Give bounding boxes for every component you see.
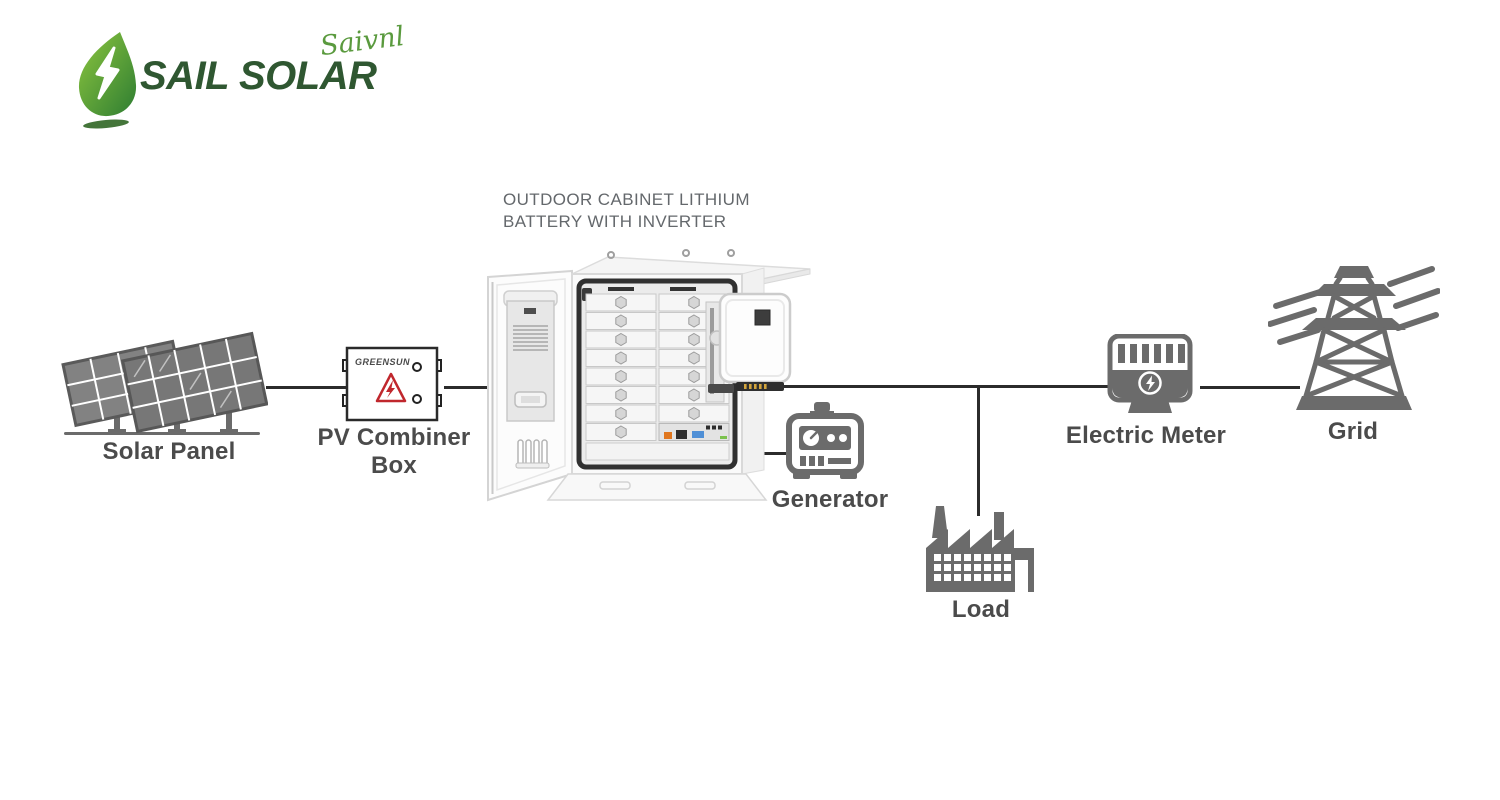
electric-meter-icon: [1107, 333, 1193, 413]
lightning-bolt-icon: [1146, 375, 1155, 391]
lightning-bolt-icon: [386, 380, 395, 398]
logo-script-text: Saivnl: [318, 20, 407, 63]
line-meter-to-grid: [1200, 386, 1300, 389]
grid-tower-icon: [1267, 266, 1441, 410]
line-inverter-to-meter: [770, 385, 1112, 388]
logo-brand-text: SAIL SOLAR: [140, 54, 377, 98]
battery-control-module: [658, 423, 730, 441]
ac-vent-slats: [513, 325, 548, 351]
grid-label: Grid: [1327, 418, 1379, 445]
electric-meter-label: Electric Meter: [1065, 422, 1227, 449]
pv-combiner-label: PV Combiner Box: [317, 424, 471, 479]
load-label: Load: [951, 596, 1011, 623]
solar-panel-icon: [61, 331, 269, 435]
generator-label: Generator: [771, 486, 889, 513]
line-solar-to-combiner: [266, 386, 347, 389]
battery-cabinet-icon: [487, 249, 811, 502]
power-lines: [1267, 266, 1441, 345]
logo: SAIL SOLAR Saivnl: [0, 0, 430, 130]
door-grille: [515, 439, 550, 469]
node-pv-combiner: GREENSUN: [342, 346, 442, 431]
pv-combiner-box-icon: GREENSUN: [342, 346, 442, 422]
line-cabinet-to-generator: [748, 452, 792, 455]
node-electric-meter: [1102, 333, 1198, 425]
diagram-title-line1: OUTDOOR CABINET LITHIUM: [503, 190, 750, 209]
inverter-display: [754, 309, 771, 326]
diagram-title: OUTDOOR CABINET LITHIUM BATTERY WITH INV…: [503, 189, 750, 233]
logo-leaf-icon: [78, 32, 137, 129]
lifting-hook-icon: [727, 249, 735, 257]
solar-panel-label: Solar Panel: [102, 438, 236, 465]
meter-digit-bars: [1118, 344, 1185, 363]
inverter-connector-pins: [744, 384, 767, 389]
node-solar-panel: [56, 318, 269, 451]
generator-icon: [786, 402, 864, 479]
factory-door: [1015, 560, 1028, 592]
lifting-hook-icon: [607, 251, 615, 259]
factory-load-icon: [926, 506, 1034, 592]
node-grid: [1267, 258, 1441, 427]
lifting-hook-icon: [682, 249, 690, 257]
line-branch-to-load: [977, 385, 980, 516]
node-generator: [785, 402, 865, 489]
factory-windows: [934, 554, 1011, 581]
diagram-title-line2: BATTERY WITH INVERTER: [503, 212, 727, 231]
cabinet-open-door: [487, 269, 573, 502]
node-load: [918, 498, 1042, 603]
inverter-icon: [705, 292, 792, 403]
pv-combiner-brand-text: GREENSUN: [355, 357, 410, 367]
node-battery-cabinet: [480, 244, 815, 521]
line-combiner-to-cabinet: [444, 386, 500, 389]
